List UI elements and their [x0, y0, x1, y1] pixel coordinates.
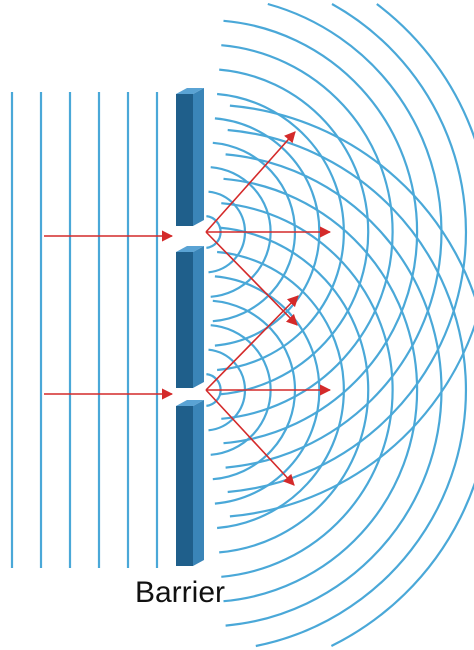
barrier-side-face — [193, 400, 204, 566]
direction-arrow-6 — [205, 295, 299, 391]
diffracted-circular-waves — [206, 2, 474, 648]
wavefront-arc-slit2-11 — [227, 128, 468, 648]
wavefront-arc-slit2-12 — [229, 104, 474, 647]
wavefront-arc-slit1-7 — [219, 68, 370, 396]
barrier-segment-3 — [176, 400, 204, 566]
barrier-front-face — [176, 94, 193, 226]
wavefront-arc-slit1-8 — [221, 44, 394, 420]
barrier-segment-2 — [176, 246, 204, 388]
barrier — [176, 88, 204, 566]
wavefront-arc-slit2-6 — [217, 250, 345, 530]
direction-arrow-8 — [205, 389, 295, 486]
barrier-top-face — [176, 400, 204, 406]
barrier-side-face — [193, 246, 204, 388]
wavefront-arc-slit1-9 — [223, 19, 419, 445]
wavefront-arc-slit2-8 — [221, 202, 394, 578]
direction-arrow-5 — [205, 231, 298, 326]
barrier-top-face — [176, 88, 204, 94]
barrier-front-face — [176, 406, 193, 566]
wave-direction-arrows — [44, 131, 332, 486]
barrier-segment-1 — [176, 88, 204, 226]
direction-arrow-3 — [205, 131, 296, 233]
incident-plane-waves — [10, 92, 159, 568]
wavefront-arc-slit1-10 — [225, 2, 443, 469]
wavefront-arc-slit2-10 — [225, 153, 443, 627]
wavefront-arc-slit1-11 — [227, 3, 468, 494]
wavefront-arc-slit2-7 — [219, 226, 370, 554]
wavefront-arc-slit2-9 — [223, 177, 419, 603]
wavefront-arc-slit1-12 — [229, 3, 474, 518]
barrier-front-face — [176, 252, 193, 388]
barrier-side-face — [193, 88, 204, 226]
barrier-top-face — [176, 246, 204, 252]
barrier-label: Barrier — [134, 576, 225, 609]
